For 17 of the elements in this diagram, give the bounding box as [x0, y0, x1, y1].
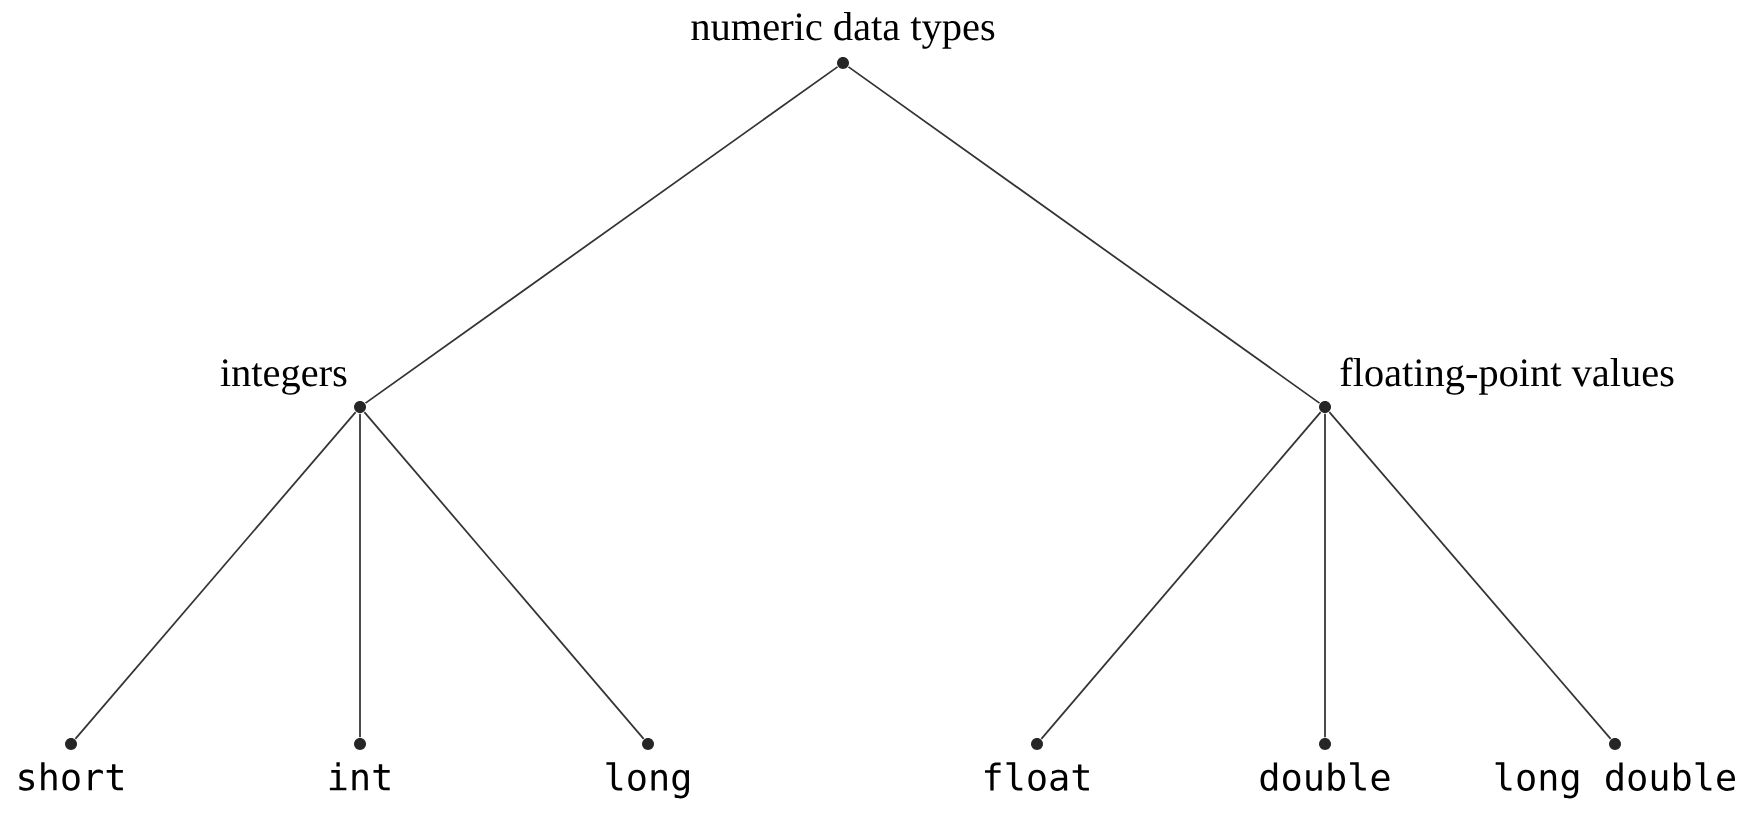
- node-label: long double: [1495, 762, 1735, 799]
- node-label: float: [985, 762, 1089, 791]
- connector-line: [847, 66, 1321, 404]
- node-label: double: [1260, 762, 1390, 791]
- connector-line: [363, 411, 645, 740]
- connector-line: [364, 66, 839, 404]
- connector-line: [359, 412, 361, 739]
- connector-line: [1040, 411, 1322, 740]
- connector-line: [1328, 411, 1612, 740]
- node-label: short: [19, 762, 123, 791]
- connector-line: [74, 411, 357, 740]
- node-label: int: [329, 762, 390, 791]
- node-label: long: [606, 762, 689, 799]
- node-label: numeric data types: [691, 12, 995, 49]
- node-label: integers: [220, 359, 347, 395]
- node-label: floating-point values: [1340, 357, 1674, 395]
- connector-line: [1324, 412, 1326, 739]
